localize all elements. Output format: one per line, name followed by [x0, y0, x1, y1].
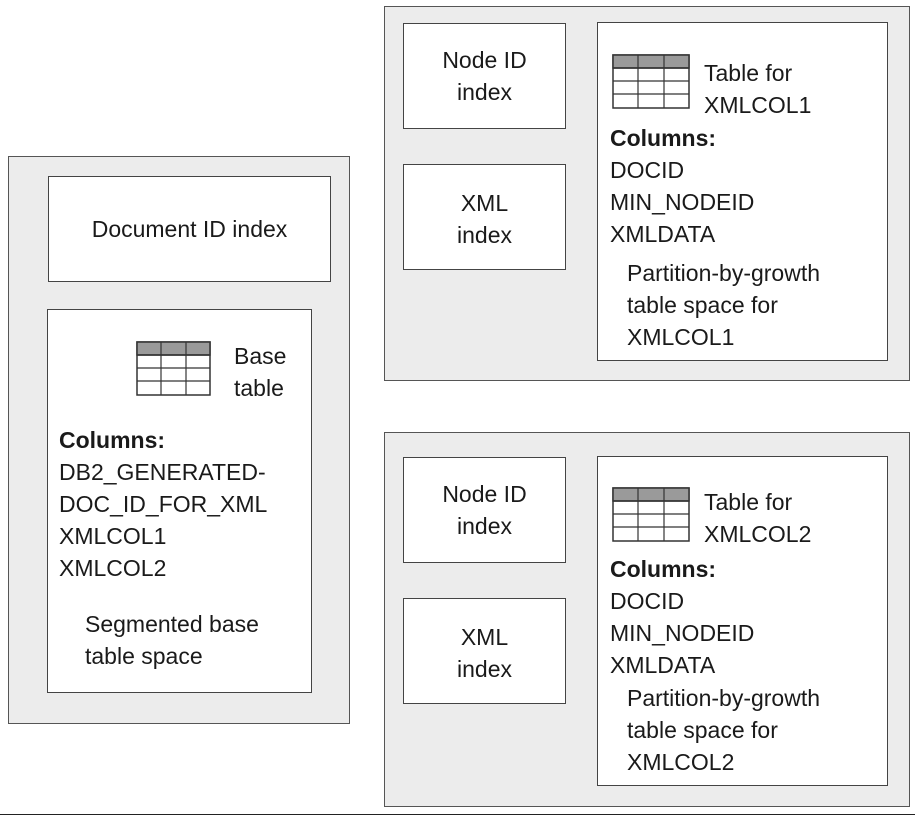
node-id-index-label: Node ID [442, 481, 527, 507]
xmlcol2-table-icon [612, 487, 690, 542]
node-id-index-label: Node ID [442, 47, 527, 73]
xmlcol1-table-label: Table for XMLCOL1 [704, 60, 812, 118]
column-item: XMLCOL1 [59, 523, 167, 549]
column-item: XMLCOL2 [59, 555, 167, 581]
document-id-index-label: Document ID index [91, 216, 288, 242]
column-item: MIN_NODEID [610, 620, 755, 646]
columns-heading: Columns: [59, 427, 166, 453]
node-id-index-box-2: Node ID index [403, 457, 566, 563]
base-table-icon [136, 341, 211, 396]
column-item: MIN_NODEID [610, 189, 755, 215]
column-item: DOC_ID_FOR_XML [59, 491, 268, 517]
column-item: DB2_GENERATED- [59, 459, 266, 485]
xml-index-label: XML [460, 190, 509, 216]
xml-index-label: XML [460, 624, 509, 650]
base-table-columns: Columns: DB2_GENERATED- DOC_ID_FOR_XML X… [59, 424, 267, 584]
xmlcol1-columns: Columns: DOCID MIN_NODEID XMLDATA [610, 122, 754, 250]
document-id-index-box: Document ID index [48, 176, 331, 282]
bottom-divider [0, 814, 915, 815]
column-item: XMLDATA [610, 221, 716, 247]
base-table-label: Base table [234, 343, 287, 401]
xmlcol2-space-label: Partition-by-growth table space for XMLC… [627, 685, 821, 775]
xmlcol1-table-icon [612, 54, 690, 109]
columns-heading: Columns: [610, 556, 717, 582]
xml-index-box-1: XML index [403, 164, 566, 270]
column-item: DOCID [610, 588, 685, 614]
column-item: XMLDATA [610, 652, 716, 678]
xml-index-box-2: XML index [403, 598, 566, 704]
columns-heading: Columns: [610, 125, 717, 151]
segmented-space-label: Segmented base table space [85, 611, 259, 669]
xmlcol2-table-label: Table for XMLCOL2 [704, 489, 812, 547]
column-item: DOCID [610, 157, 685, 183]
xmlcol1-space-label: Partition-by-growth table space for XMLC… [627, 260, 821, 350]
xmlcol1-table-box: Table for XMLCOL1 Columns: DOCID MIN_NOD… [597, 22, 888, 361]
xmlcol2-table-box: Table for XMLCOL2 Columns: DOCID MIN_NOD… [597, 456, 888, 786]
xmlcol2-columns: Columns: DOCID MIN_NODEID XMLDATA [610, 553, 754, 681]
base-table-box: Base table Columns: DB2_GENERATED- DOC_I… [47, 309, 312, 693]
node-id-index-box-1: Node ID index [403, 23, 566, 129]
